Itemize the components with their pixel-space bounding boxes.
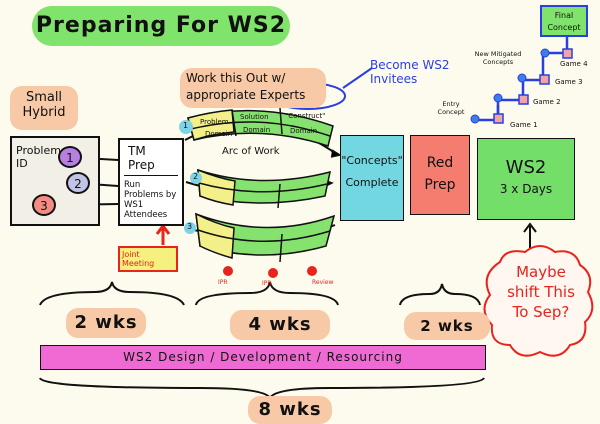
design-development-bar: WS2 Design / Development / Resourcing [40, 345, 486, 370]
duration-1: 2 wks [66, 308, 146, 338]
review-ipr-1: IPR [218, 279, 228, 286]
game-1: Game 1 [510, 121, 538, 129]
review-ipr-2: IPR [262, 280, 272, 287]
tm-prep-title: TM Prep [124, 140, 178, 176]
arc-marker-3 [184, 222, 196, 234]
arc-cell-domain-2: Domain [243, 126, 271, 134]
cloud-note: Maybe shift This To Sep? [507, 263, 575, 321]
problem-1: 1 [58, 146, 82, 168]
tm-prep-body: Run Problems by WS1 Attendees [124, 180, 177, 220]
ws2-days: 3 x Days [499, 182, 553, 196]
arc-marker-2-label: 2 [193, 172, 199, 181]
ws2-label: WS2 [505, 157, 547, 178]
arc-of-work-label: Arc of Work [222, 146, 280, 157]
total-duration: 8 wks [248, 396, 332, 424]
duration-2: 4 wks [230, 310, 330, 340]
arc-marker-1-label: 1 [183, 121, 189, 130]
page-title: Preparing For WS2 [32, 6, 290, 46]
entry-concept-label: Entry Concept [437, 100, 465, 116]
arc-marker-2 [190, 172, 202, 184]
concepts-complete-box: "Concepts" Complete [340, 135, 404, 221]
problem-2: 2 [66, 172, 90, 194]
arc-cell-domain-3: Domain [290, 127, 318, 135]
duration-3: 2 wks [404, 312, 490, 340]
arc-cell-problem: Problem [200, 118, 229, 126]
joint-meeting-note: Joint Meeting [118, 246, 178, 272]
hybrid-label: Small Hybrid [10, 86, 78, 130]
arc-cell-solution: Solution [240, 113, 269, 121]
red-prep-box: Red Prep [410, 135, 470, 215]
arc-marker-1 [179, 120, 193, 134]
review-final: Review [312, 279, 334, 286]
game-4: Game 4 [560, 60, 588, 68]
problem-3: 3 [32, 194, 56, 216]
final-concept-box: Final Concept [540, 5, 588, 37]
game-2: Game 2 [533, 98, 561, 106]
arc-cell-construct: "Construct" [285, 112, 326, 120]
new-mitigated-concepts-label: New Mitigated Concepts [474, 50, 522, 66]
arc-marker-3-label: 3 [187, 222, 193, 231]
ws2-box: WS2 3 x Days [477, 138, 575, 220]
problem-id-label: Problem ID [16, 144, 61, 170]
arc-cell-domain-1: Domain [205, 130, 233, 138]
work-note: Work this Out w/ appropriate Experts [180, 68, 326, 108]
game-3: Game 3 [555, 78, 583, 86]
invitees-note: Become WS2 Invitees [370, 58, 450, 86]
tm-prep-box: TM Prep Run Problems by WS1 Attendees [118, 138, 184, 226]
